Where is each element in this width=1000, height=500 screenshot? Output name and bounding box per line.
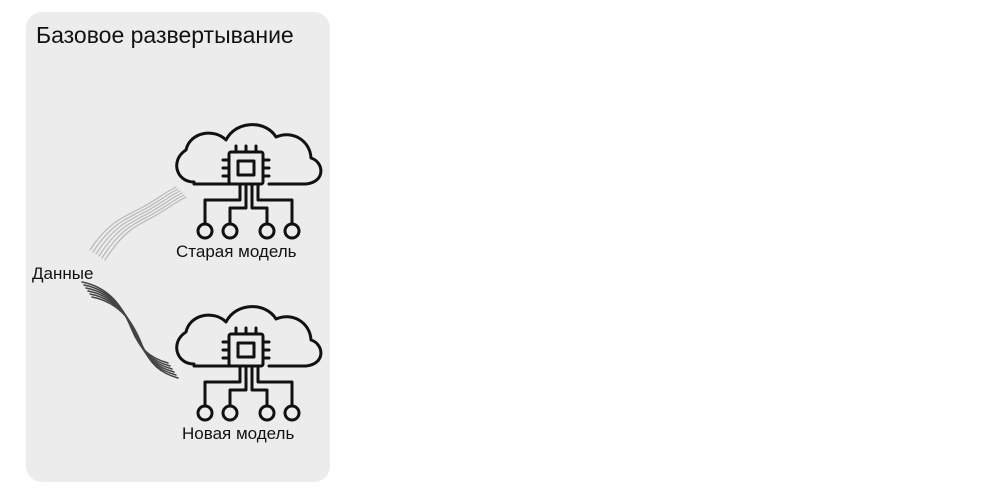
old-model-flow-line [95,190,181,255]
new-model-label: Новая модель [182,424,295,443]
new-model-flow-line [89,293,177,376]
old-model-cloud-chip-icon [166,112,326,246]
data-flow-diagram [81,186,187,379]
old-model-flow-line [101,194,185,259]
new-model-flow [81,281,179,379]
cloud-chip-icon [175,305,323,422]
new-model-flow-line [91,296,179,379]
basic-deployment-panel: Базовое развертывание [26,12,330,482]
old-model-flow-line [89,186,177,251]
new-model-cloud-chip-icon [166,294,326,428]
old-model-flow-line [104,196,187,261]
new-model-flow-line [87,290,175,373]
old-model-flow-line [98,192,183,257]
old-model-flow [89,186,187,261]
cloud-chip-icon [175,123,323,240]
new-model-flow-line [81,281,169,364]
new-model-flow-line [83,284,171,367]
old-model-flow-line [92,188,179,253]
panel-title: Базовое развертывание [36,22,294,48]
old-model-label: Старая модель [176,242,297,261]
new-model-flow-line [85,287,173,370]
data-label: Данные [32,264,94,283]
